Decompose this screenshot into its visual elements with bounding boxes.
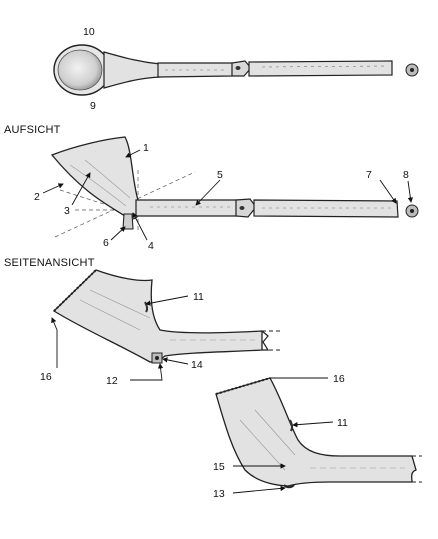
stem-break-joint [231, 60, 252, 77]
stem-end-bore [410, 68, 414, 72]
bowl-side-profile [52, 269, 263, 363]
label-11-lower: 11 [337, 417, 348, 429]
bowl-cavity [57, 49, 103, 91]
label-10: 10 [83, 26, 95, 38]
mark-11-lower [289, 419, 294, 432]
figure-seitenansicht-1: 11 16 12 14 [40, 269, 282, 387]
stem-broken-end [261, 330, 270, 351]
figure-seitenansicht-2: 16 11 15 13 [213, 373, 422, 500]
label-1: 1 [143, 142, 149, 154]
label-12: 12 [106, 375, 118, 387]
label-2: 2 [34, 191, 40, 203]
stem-bore [235, 66, 241, 70]
bowl-neck [103, 51, 161, 89]
label-9: 9 [90, 100, 96, 112]
stem-right [253, 199, 399, 218]
figure-aufsicht: 1 2 3 5 7 8 4 6 [34, 136, 419, 252]
stem-joint [235, 198, 257, 218]
base-mark-13 [283, 484, 295, 489]
label-7: 7 [366, 169, 372, 181]
heading-seitenansicht: SEITENANSICHT [4, 257, 95, 269]
label-4: 4 [148, 240, 154, 252]
heading-aufsicht: AUFSICHT [4, 124, 61, 136]
label-6: 6 [103, 237, 109, 249]
label-13: 13 [213, 488, 225, 500]
stem-left [135, 199, 246, 217]
spur [122, 213, 134, 230]
label-11-upper: 11 [193, 291, 204, 303]
label-16-upper: 16 [40, 371, 52, 383]
label-8: 8 [403, 169, 409, 181]
figure-top-opening-view: 10 9 [53, 26, 419, 112]
label-14: 14 [191, 359, 203, 371]
label-3: 3 [64, 205, 70, 217]
label-15: 15 [213, 461, 225, 473]
bowl-lower-profile [215, 377, 417, 487]
label-16-lower: 16 [333, 373, 345, 385]
stem-right-part [248, 60, 393, 77]
label-5: 5 [217, 169, 223, 181]
